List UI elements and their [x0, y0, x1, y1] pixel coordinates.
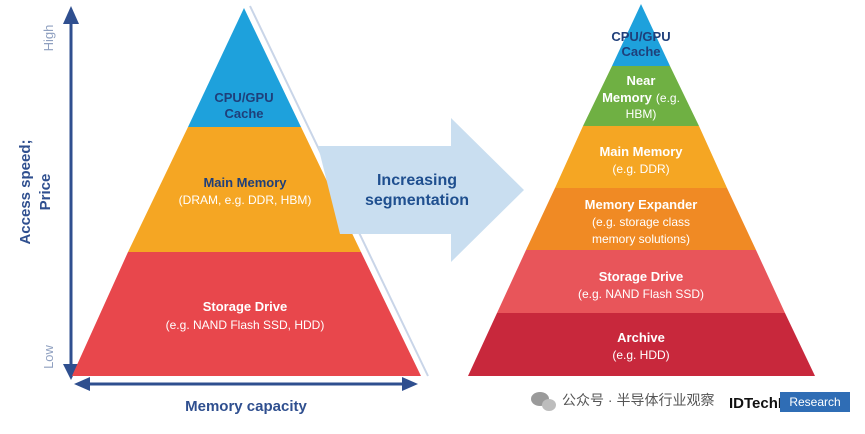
right-expander-sub: (e.g. storage class [592, 215, 690, 229]
right-tier-archive [468, 313, 815, 376]
right-pyramid [468, 4, 815, 376]
x-axis-title: Memory capacity [185, 398, 307, 415]
right-cache-title: CPU/GPU [611, 29, 670, 44]
watermark-text: 公众号 · 半导体行业观察 [562, 392, 714, 408]
left-main-memory-title: Main Memory [203, 175, 287, 190]
right-storage-sub: (e.g. NAND Flash SSD) [578, 287, 704, 301]
left-tier-cache [188, 8, 301, 127]
right-tier-memory-expander [526, 188, 756, 250]
logo-tag-box [780, 392, 850, 412]
logo-tag: Research [789, 395, 840, 409]
right-near-sub-inline: (e.g. [656, 91, 680, 105]
right-main-memory-sub: (e.g. DDR) [612, 162, 669, 176]
right-archive-sub: (e.g. HDD) [612, 348, 669, 362]
x-axis [74, 377, 418, 391]
segmentation-arrow-icon [318, 118, 524, 262]
right-archive-title: Archive [617, 330, 665, 345]
y-axis-arrowhead-down-icon [63, 364, 79, 380]
right-tier-near-memory [583, 66, 699, 126]
right-main-memory-title: Main Memory [599, 144, 683, 159]
left-cache-title: CPU/GPU [214, 90, 273, 105]
y-axis-arrowhead-up-icon [63, 6, 79, 24]
right-storage-title: Storage Drive [599, 269, 684, 284]
left-tier-main-memory [128, 127, 361, 252]
right-near-sub: HBM) [626, 107, 657, 121]
arrow-text-line1: Increasing [377, 172, 457, 189]
right-tier-cache [612, 4, 670, 66]
left-storage-sub: (e.g. NAND Flash SSD, HDD) [166, 318, 325, 332]
logo-brand: IDTechEx [729, 395, 797, 412]
right-near-title: Near [627, 73, 656, 88]
x-axis-arrowhead-right-icon [402, 377, 418, 391]
right-tier-main-memory [555, 126, 727, 188]
right-expander-sub2: memory solutions) [592, 232, 690, 246]
right-expander-title: Memory Expander [585, 197, 698, 212]
left-main-memory-sub: (DRAM, e.g. DDR, HBM) [179, 193, 312, 207]
left-tier-storage-drive [72, 252, 421, 376]
y-axis-title-line1: Access speed; [17, 139, 34, 244]
idtechex-logo: IDTechEx Research [729, 392, 850, 412]
y-axis-low-label: Low [41, 344, 56, 368]
right-tier-storage-drive [497, 250, 785, 313]
right-near-line2: Memory(e.g. [602, 90, 680, 105]
y-axis [63, 6, 79, 380]
left-storage-title: Storage Drive [203, 299, 288, 314]
left-pyramid [72, 5, 429, 377]
right-near-title2: Memory [602, 90, 653, 105]
wechat-icon [531, 392, 556, 411]
y-axis-title-line2: Price [37, 174, 54, 211]
right-cache-title2: Cache [621, 44, 660, 59]
x-axis-arrowhead-left-icon [74, 377, 90, 391]
arrow-text-line2: segmentation [365, 192, 469, 209]
y-axis-high-label: High [41, 25, 56, 52]
left-cache-title2: Cache [224, 106, 263, 121]
